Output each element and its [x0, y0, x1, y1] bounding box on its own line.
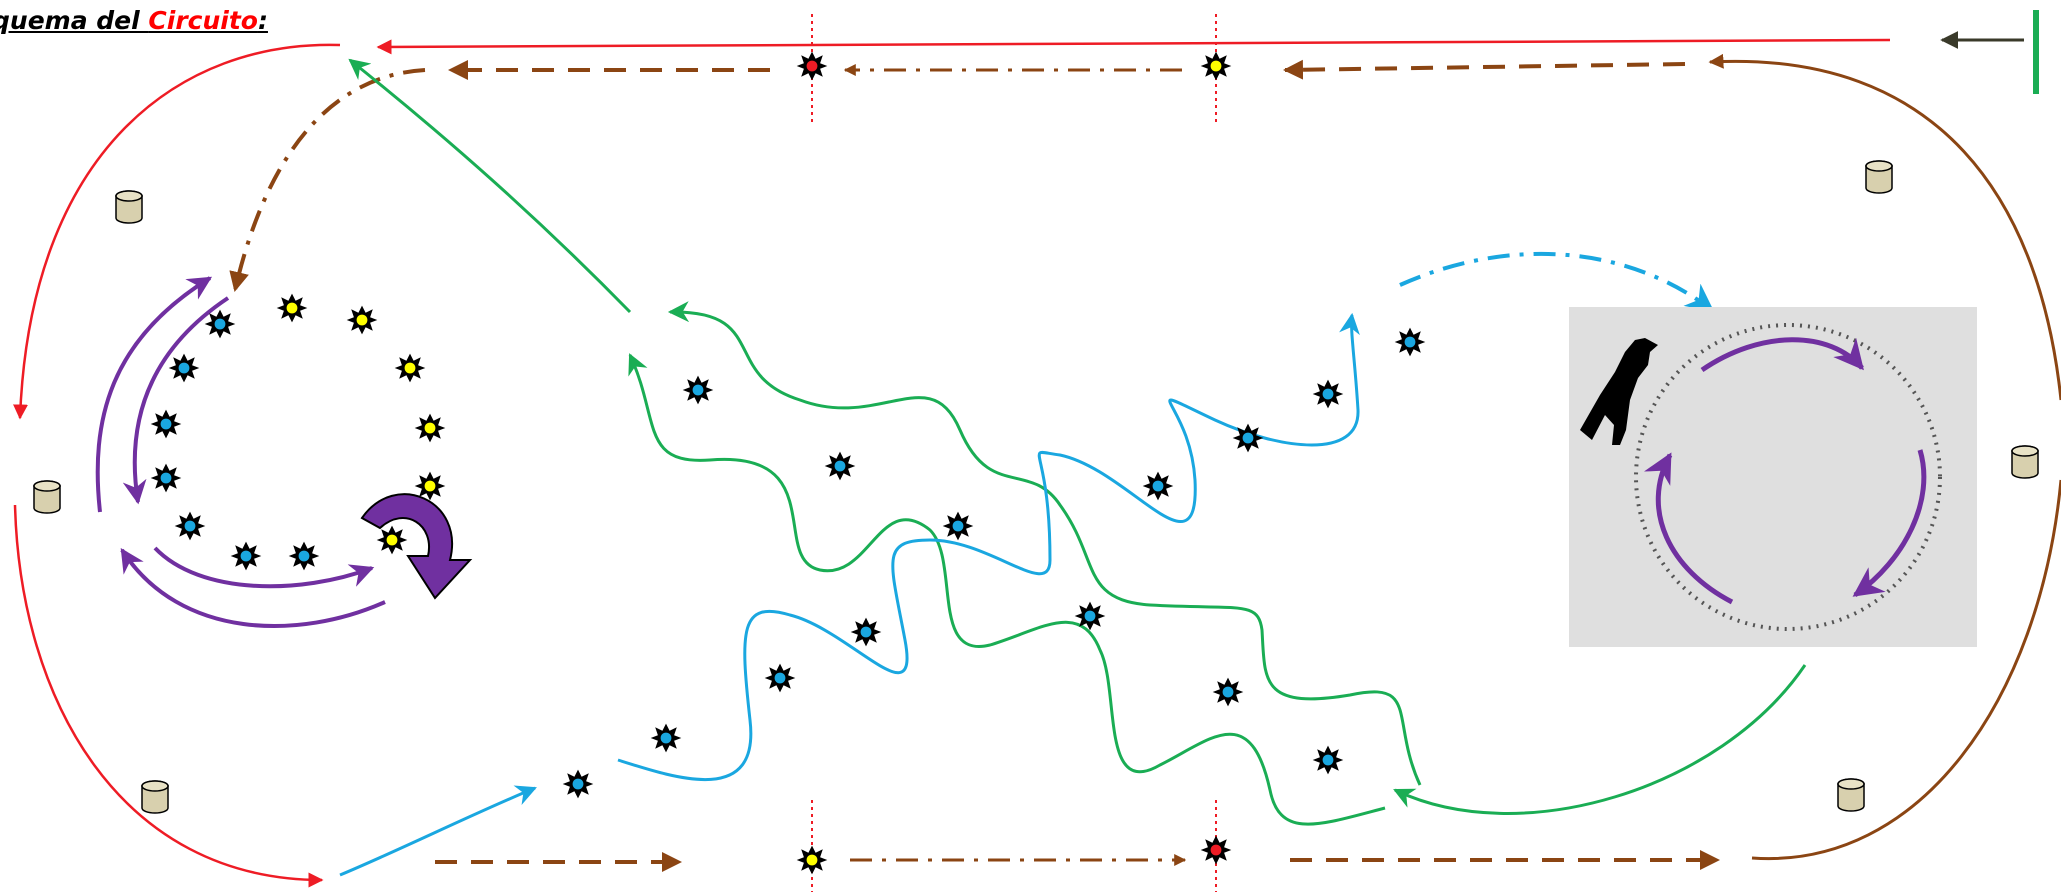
star-yellow-icon [1201, 52, 1232, 81]
cone-icon [142, 781, 168, 813]
star-yellow-icon [377, 526, 408, 555]
cone-icon [34, 481, 60, 513]
star-blue-icon [651, 724, 682, 753]
star-yellow-icon [395, 354, 426, 383]
brown-dash-top-1 [1285, 64, 1685, 70]
star-blue-icon [563, 770, 594, 799]
star-yellow-icon [797, 846, 828, 875]
purple-turn-arrow [362, 494, 470, 598]
star-blue-icon [1395, 328, 1426, 357]
green-wave-lower [630, 355, 1385, 824]
star-yellow-icon [277, 294, 308, 323]
blue-wave [618, 315, 1358, 780]
star-blue-icon [169, 354, 200, 383]
star-blue-icon [231, 542, 262, 571]
star-yellow-icon [415, 414, 446, 443]
cone-icon [116, 191, 142, 223]
cone-icon [1838, 779, 1864, 811]
brown-dashdot-left [235, 70, 425, 290]
star-blue-icon [683, 376, 714, 405]
star-blue-icon [765, 664, 796, 693]
purple-arc-bottom-inner [155, 548, 372, 586]
star-blue-icon [1313, 746, 1344, 775]
green-return-curve [1395, 665, 1805, 813]
cone-icon [2012, 446, 2038, 478]
green-wave-upper [670, 312, 1420, 785]
star-blue-icon [943, 512, 974, 541]
red-top-line [378, 40, 1890, 47]
star-blue-icon [151, 464, 182, 493]
cone-icon [1866, 161, 1892, 193]
blue-dashdot-arc [1400, 254, 1712, 310]
star-blue-icon [175, 512, 206, 541]
star-blue-icon [825, 452, 856, 481]
star-yellow-icon [347, 306, 378, 335]
star-blue-icon [289, 542, 320, 571]
star-blue-icon [1313, 380, 1344, 409]
star-blue-icon [851, 618, 882, 647]
star-red-icon [1201, 836, 1232, 865]
star-blue-icon [1213, 678, 1244, 707]
star-blue-icon [1143, 472, 1174, 501]
jump-rope-photo [1569, 307, 1977, 647]
star-red-icon [797, 52, 828, 81]
green-diagonal-up [350, 60, 630, 312]
star-blue-icon [151, 410, 182, 439]
